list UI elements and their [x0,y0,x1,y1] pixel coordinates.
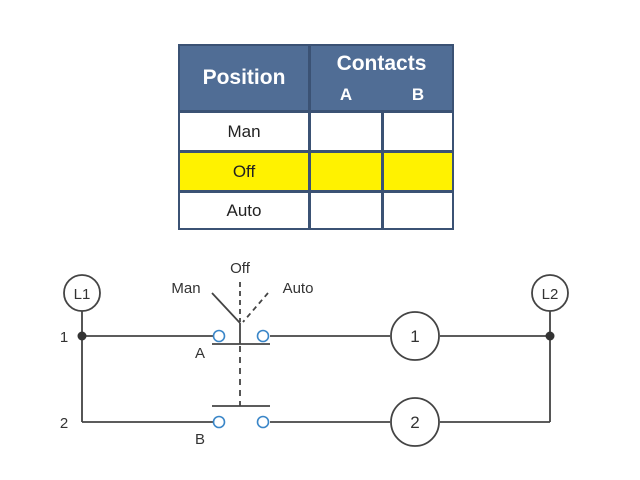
rung1-label: 1 [60,329,68,346]
header-position: Position [180,46,308,110]
header-contacts [311,46,452,110]
load-2-label: 2 [410,413,419,432]
l1-circle [63,274,101,312]
row-off-b [384,153,452,190]
contact-b-right-terminal [256,415,270,429]
contact-a-right-terminal [256,329,270,343]
rung2-label: 2 [60,415,68,432]
row-off-position: Off [180,153,308,190]
row-man-position: Man [180,113,308,150]
switch-auto-label: Auto [283,280,314,297]
row-off-a [311,153,381,190]
l2-junction-dot [545,331,555,341]
switch-lever-man [211,292,241,324]
row-man-a [311,113,381,150]
row-man-b [384,113,452,150]
l2-label: L2 [542,286,559,303]
switch-man-label: Man [171,280,200,297]
load-1-label: 1 [410,327,419,346]
load-2-circle [390,397,440,447]
contact-b-left-terminal [212,415,226,429]
row-auto-b [384,193,452,228]
header-col-a: A [339,85,353,104]
row-auto-a [311,193,381,228]
contact-b-label: B [195,431,205,448]
switch-auto-dashed [242,292,269,323]
contact-a-label: A [195,345,205,362]
l2-circle [531,274,569,312]
switch-off-label: Off [230,260,251,277]
l1-junction-dot [77,331,87,341]
header-contacts-label: Contacts [336,52,427,75]
header-col-b: B [411,85,425,104]
load-1-circle [390,311,440,361]
contact-a-left-terminal [212,329,226,343]
contacts-table: Position Contacts A B Man Off Auto [178,44,454,230]
l1-label: L1 [74,286,91,303]
row-auto-position: Auto [180,193,308,228]
